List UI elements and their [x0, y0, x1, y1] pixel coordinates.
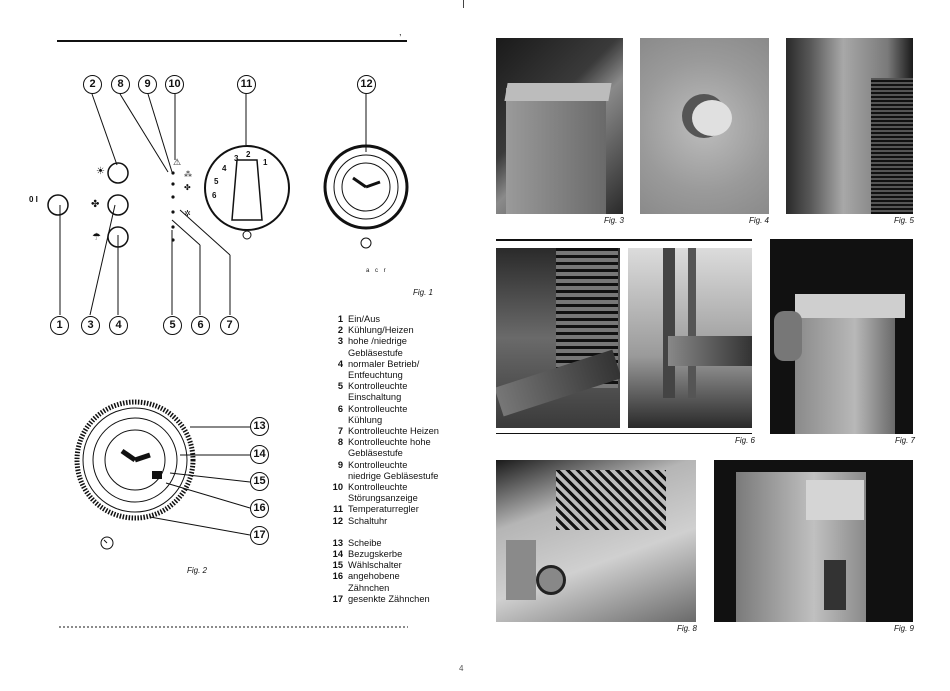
fig1-small-text: a c r	[366, 268, 388, 274]
callout-14: 14	[250, 445, 269, 464]
fig6-caption: Fig. 6	[735, 436, 756, 445]
fig7-photo	[770, 239, 913, 434]
fig2-caption: Fig. 2	[187, 566, 208, 575]
callout-7: 7	[220, 316, 239, 335]
svg-text:☀: ☀	[96, 166, 105, 177]
dial-number-3: 3	[234, 154, 239, 163]
callout-8: 8	[111, 75, 130, 94]
bottom-dotted-rule	[58, 626, 408, 628]
dial-number-1: 1	[263, 158, 268, 167]
callout-2: 2	[83, 75, 102, 94]
dial-number-4: 4	[222, 164, 227, 173]
fig4-photo	[640, 38, 769, 214]
dial-number-6: 6	[212, 191, 217, 200]
fig3-caption: Fig. 3	[604, 216, 625, 225]
callout-3: 3	[81, 316, 100, 335]
callout-5: 5	[163, 316, 182, 335]
fig9-photo	[714, 460, 913, 622]
svg-text:⁂: ⁂	[184, 169, 192, 179]
svg-text:✤: ✤	[91, 199, 99, 210]
fig6-bottom-rule	[496, 433, 752, 434]
callout-15: 15	[250, 472, 269, 491]
callout-1: 1	[50, 316, 69, 335]
fig4-caption: Fig. 4	[749, 216, 770, 225]
fig1-control-panel-drawing: ⚠ ⁂ ✤ ✲ ☀ ✤ ☂	[47, 93, 409, 316]
callout-6: 6	[191, 316, 210, 335]
callout-11: 11	[237, 75, 256, 94]
fig6-photo-right	[628, 248, 752, 428]
fig6-photo-left	[496, 248, 620, 428]
callout-12: 12	[357, 75, 376, 94]
fig8-caption: Fig. 8	[677, 624, 698, 633]
bottom-mark: 4	[459, 664, 464, 673]
callout-9: 9	[138, 75, 157, 94]
callout-17: 17	[250, 526, 269, 545]
dial-number-5: 5	[214, 177, 219, 186]
fig1-caption: Fig. 1	[413, 288, 434, 297]
dial-number-2: 2	[246, 150, 251, 159]
fig8-photo	[496, 460, 696, 622]
fig5-caption: Fig. 5	[894, 216, 915, 225]
callout-13: 13	[250, 417, 269, 436]
fig6-top-rule	[496, 239, 752, 241]
power-switch-label: 0 I	[29, 195, 38, 204]
fig7-caption: Fig. 7	[895, 436, 916, 445]
fig9-caption: Fig. 9	[894, 624, 915, 633]
top-mark: ,	[399, 27, 402, 37]
svg-text:✲: ✲	[184, 209, 191, 218]
fig3-photo	[496, 38, 623, 214]
fig5-photo	[786, 38, 913, 214]
top-rule	[57, 40, 407, 42]
svg-text:✤: ✤	[184, 183, 191, 192]
svg-text:☂: ☂	[92, 232, 101, 243]
fig2-timer-drawing	[74, 399, 251, 550]
callout-16: 16	[250, 499, 269, 518]
page-divider	[463, 0, 464, 8]
callout-4: 4	[109, 316, 128, 335]
svg-text:⚠: ⚠	[173, 158, 181, 168]
callout-10: 10	[165, 75, 184, 94]
